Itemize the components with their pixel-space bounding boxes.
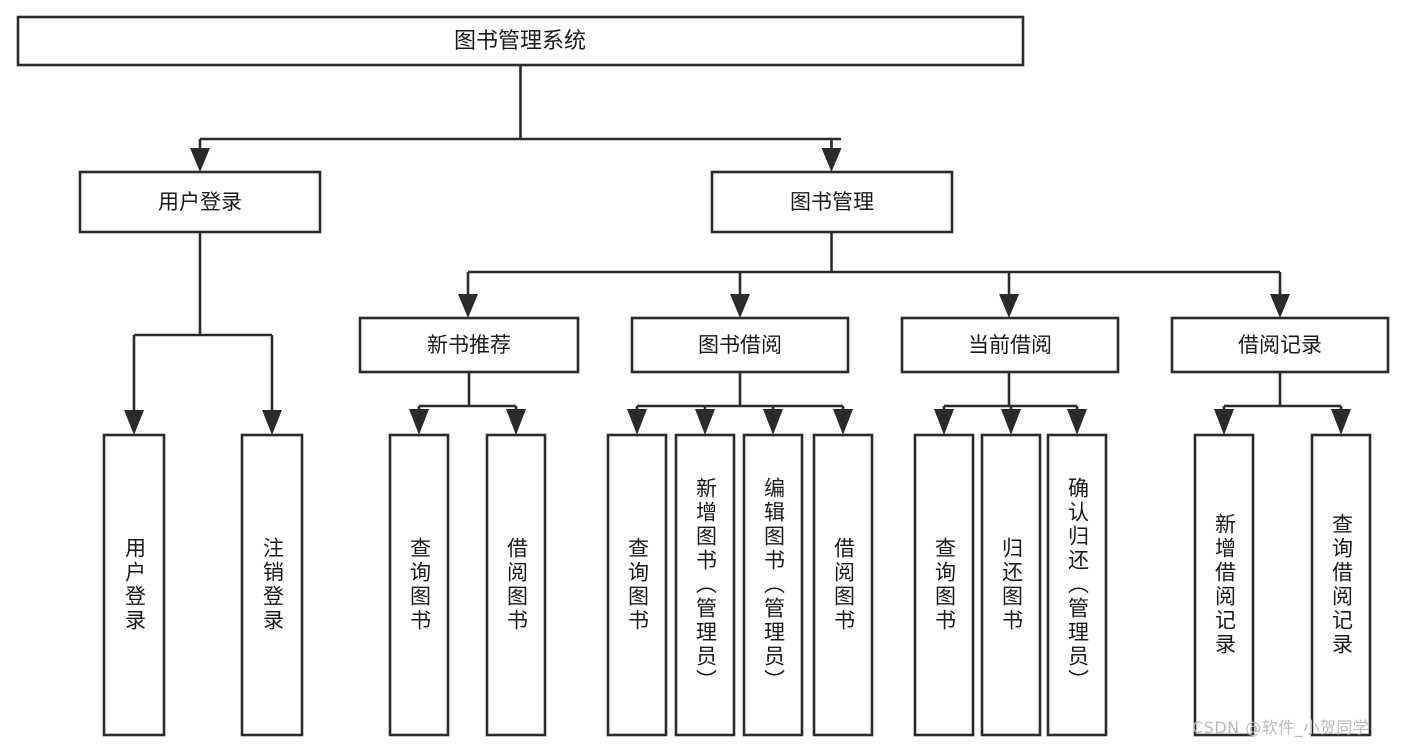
arrow-head-leaf-logout (262, 410, 282, 435)
leaf-box-add-record[interactable] (1193, 433, 1255, 737)
arrow-head-new-book-rec (458, 294, 478, 318)
node-book-manage-label: 图书管理 (790, 190, 874, 214)
leaf-box-confirm-return[interactable] (1046, 433, 1108, 737)
leaf-box-borrow-book-2[interactable] (812, 433, 874, 737)
node-book-manage[interactable]: 图书管理 (710, 170, 954, 234)
leaf-box-query-record[interactable] (1310, 433, 1372, 737)
node-book-borrow-label: 图书借阅 (698, 333, 782, 357)
arrow-head-book-borrow (730, 294, 750, 318)
arrow-head-leaf-add-record (1214, 409, 1234, 435)
node-book-borrow[interactable]: 图书借阅 (630, 316, 850, 374)
node-user-login-label: 用户登录 (158, 190, 242, 214)
leaf-box-add-book[interactable] (674, 433, 736, 737)
arrow-head-current-borrow (999, 294, 1019, 318)
arrow-head-leaf-user-login (124, 410, 144, 435)
connector-group-user-login (124, 232, 282, 435)
arrow-head-book-manage (821, 148, 842, 172)
node-user-login[interactable]: 用户登录 (78, 170, 322, 234)
node-new-book-rec-box[interactable] (358, 316, 580, 374)
leaf-box-return-book[interactable] (980, 433, 1042, 737)
leaf-box-query-book-3[interactable] (913, 433, 975, 737)
node-book-manage-box[interactable] (710, 170, 954, 234)
connector-group-new-book-rec (409, 372, 526, 435)
arrow-head-leaf-borrow-book-1 (506, 409, 526, 435)
node-new-book-rec[interactable]: 新书推荐 (358, 316, 580, 374)
leaf-node-boxes (102, 433, 1372, 737)
node-current-borrow-label: 当前借阅 (968, 333, 1052, 357)
leaf-box-user-login[interactable] (102, 433, 166, 737)
connector-group-book-borrow (627, 372, 853, 435)
connector-group-root (190, 65, 842, 172)
node-root[interactable]: 图书管理系统 (16, 15, 1025, 67)
leaf-box-query-book-2[interactable] (606, 433, 668, 737)
leaf-box-borrow-book-1[interactable] (485, 433, 547, 737)
arrow-head-leaf-add-book (695, 409, 715, 435)
arrow-head-leaf-return-book (1001, 409, 1021, 435)
arrow-head-leaf-query-book-2 (627, 409, 647, 435)
node-user-login-box[interactable] (78, 170, 322, 234)
node-current-borrow[interactable]: 当前借阅 (900, 316, 1120, 374)
arrow-head-leaf-query-book-3 (934, 409, 954, 435)
arrow-head-leaf-borrow-book-2 (833, 409, 853, 435)
arrow-head-leaf-query-record (1331, 409, 1351, 435)
arrow-head-leaf-confirm-return (1067, 409, 1087, 435)
leaf-box-edit-book[interactable] (742, 433, 804, 737)
leaf-box-logout[interactable] (240, 433, 304, 737)
arrow-head-leaf-query-book-1 (409, 409, 429, 435)
node-new-book-rec-label: 新书推荐 (427, 333, 511, 357)
node-root-box[interactable] (16, 15, 1025, 67)
watermark-text: CSDN @软件_小贺同学 (1192, 718, 1370, 737)
arrow-head-borrow-record (1270, 294, 1290, 318)
node-book-borrow-box[interactable] (630, 316, 850, 374)
connector-group-borrow-record (1214, 372, 1351, 435)
connector-group-book-manage (458, 232, 1290, 318)
arrow-head-leaf-edit-book (763, 409, 783, 435)
node-borrow-record-box[interactable] (1170, 316, 1390, 374)
arrow-head-user-login (190, 148, 210, 172)
node-current-borrow-box[interactable] (900, 316, 1120, 374)
leaf-box-query-book-1[interactable] (388, 433, 450, 737)
node-root-label: 图书管理系统 (454, 29, 586, 54)
node-borrow-record[interactable]: 借阅记录 (1170, 316, 1390, 374)
connector-group-current-borrow (934, 372, 1087, 435)
node-borrow-record-label: 借阅记录 (1238, 333, 1322, 357)
